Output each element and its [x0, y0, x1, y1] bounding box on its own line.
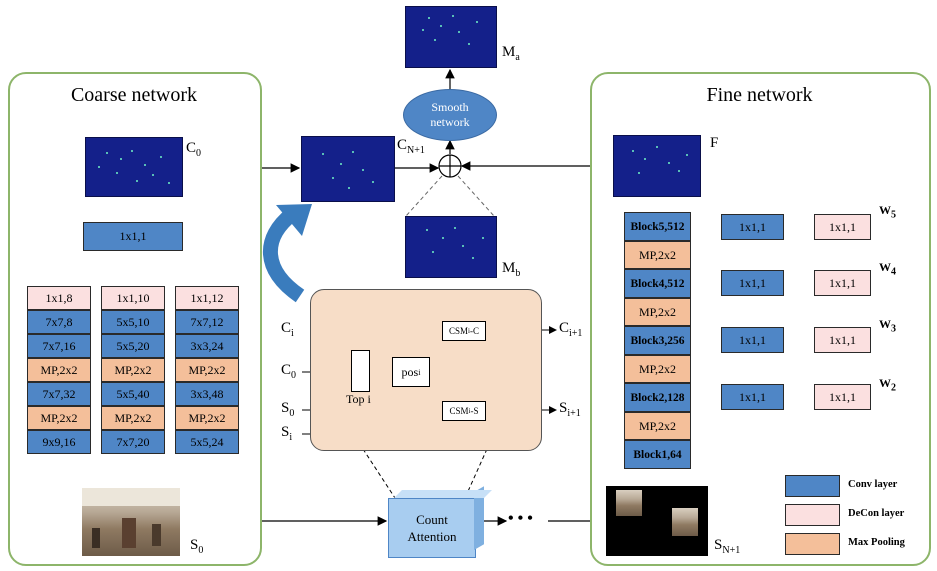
coarse-network-title: Coarse network: [70, 84, 198, 106]
coarse-top-conv: 1x1,1: [83, 222, 183, 251]
legend-swatch: [785, 475, 840, 497]
label-sn1: SN+1: [714, 537, 741, 556]
legend-label: Conv layer: [848, 479, 898, 490]
fine-maxpool-layer: MP,2x2: [624, 412, 691, 440]
coarse-col2-layer: 5x5,40: [101, 382, 165, 406]
fine-network-title: Fine network: [706, 84, 813, 106]
fine-row-conv: 1x1,1: [721, 270, 784, 296]
input-image-s0: [82, 488, 180, 556]
legend-label: DeCon layer: [848, 508, 905, 519]
coarse-col3-layer: 3x3,24: [175, 334, 239, 358]
label-f: F: [710, 135, 719, 151]
label-cn1: CN+1: [397, 137, 425, 156]
heatmap-cn1: [301, 136, 395, 202]
ellipsis-dots: • • •: [508, 510, 533, 527]
coarse-col2-layer: 5x5,20: [101, 334, 165, 358]
legend-label: Max Pooling: [848, 537, 905, 548]
fine-row-conv: 1x1,1: [721, 384, 784, 410]
fine-row-decon: 1x1,1: [814, 384, 871, 410]
label-ma: Ma: [502, 44, 520, 63]
topi-box: [351, 350, 370, 392]
coarse-col1-layer: 1x1,8: [27, 286, 91, 310]
heatmap-mb: [405, 216, 497, 278]
coarse-col3-layer: 3x3,48: [175, 382, 239, 406]
heatmap-c0: [85, 137, 183, 197]
fine-row-decon: 1x1,1: [814, 214, 871, 240]
attn-ci-label: Ci: [281, 320, 294, 339]
heatmap-ma: [405, 6, 497, 68]
coarse-col2-layer: 5x5,10: [101, 310, 165, 334]
coarse-col3-layer: 5x5,24: [175, 430, 239, 454]
fine-row-conv: 1x1,1: [721, 214, 784, 240]
coarse-col2-layer: 1x1,10: [101, 286, 165, 310]
fine-block-layer: Block2,128: [624, 383, 691, 412]
coarse-col2-layer: MP,2x2: [101, 406, 165, 430]
count-attention-topface: [394, 490, 492, 498]
fine-row-decon: 1x1,1: [814, 270, 871, 296]
coarse-col3-layer: MP,2x2: [175, 358, 239, 382]
coarse-col1-layer: MP,2x2: [27, 406, 91, 430]
label-mb: Mb: [502, 260, 521, 279]
label-c0: C0: [186, 140, 202, 159]
fine-block-layer: Block3,256: [624, 326, 691, 355]
attn-si-label: Si: [281, 424, 293, 443]
legend-swatch: [785, 533, 840, 555]
attn-sout-label: Si+1: [559, 400, 581, 419]
coarse-col3-layer: 1x1,12: [175, 286, 239, 310]
attn-c0-label: C0: [281, 362, 297, 381]
coarse-col2-layer: 7x7,20: [101, 430, 165, 454]
coarse-col1-layer: 7x7,32: [27, 382, 91, 406]
coarse-col2-layer: MP,2x2: [101, 358, 165, 382]
label-s0: S0: [190, 537, 204, 556]
coarse-col3-layer: MP,2x2: [175, 406, 239, 430]
label-w4: W4: [879, 260, 896, 278]
fine-maxpool-layer: MP,2x2: [624, 241, 691, 269]
fine-block-layer: Block5,512: [624, 212, 691, 241]
attn-s0-label: S0: [281, 400, 295, 419]
fine-row-decon: 1x1,1: [814, 327, 871, 353]
coarse-col3-layer: 7x7,12: [175, 310, 239, 334]
fine-maxpool-layer: MP,2x2: [624, 355, 691, 383]
topi-label: Top i: [346, 392, 371, 406]
label-w2: W2: [879, 376, 896, 394]
fine-block-layer: Block4,512: [624, 269, 691, 298]
legend-swatch: [785, 504, 840, 526]
coarse-col1-layer: 7x7,8: [27, 310, 91, 334]
label-w3: W3: [879, 317, 896, 335]
fine-maxpool-layer: MP,2x2: [624, 298, 691, 326]
coarse-col1-layer: 9x9,16: [27, 430, 91, 454]
heatmap-f: [613, 135, 701, 197]
fine-row-conv: 1x1,1: [721, 327, 784, 353]
attn-cout-label: Ci+1: [559, 320, 583, 339]
coarse-col1-layer: 7x7,16: [27, 334, 91, 358]
output-sn1: [606, 486, 708, 556]
label-w5: W5: [879, 203, 896, 221]
coarse-col1-layer: MP,2x2: [27, 358, 91, 382]
fine-block-layer: Block1,64: [624, 440, 691, 469]
